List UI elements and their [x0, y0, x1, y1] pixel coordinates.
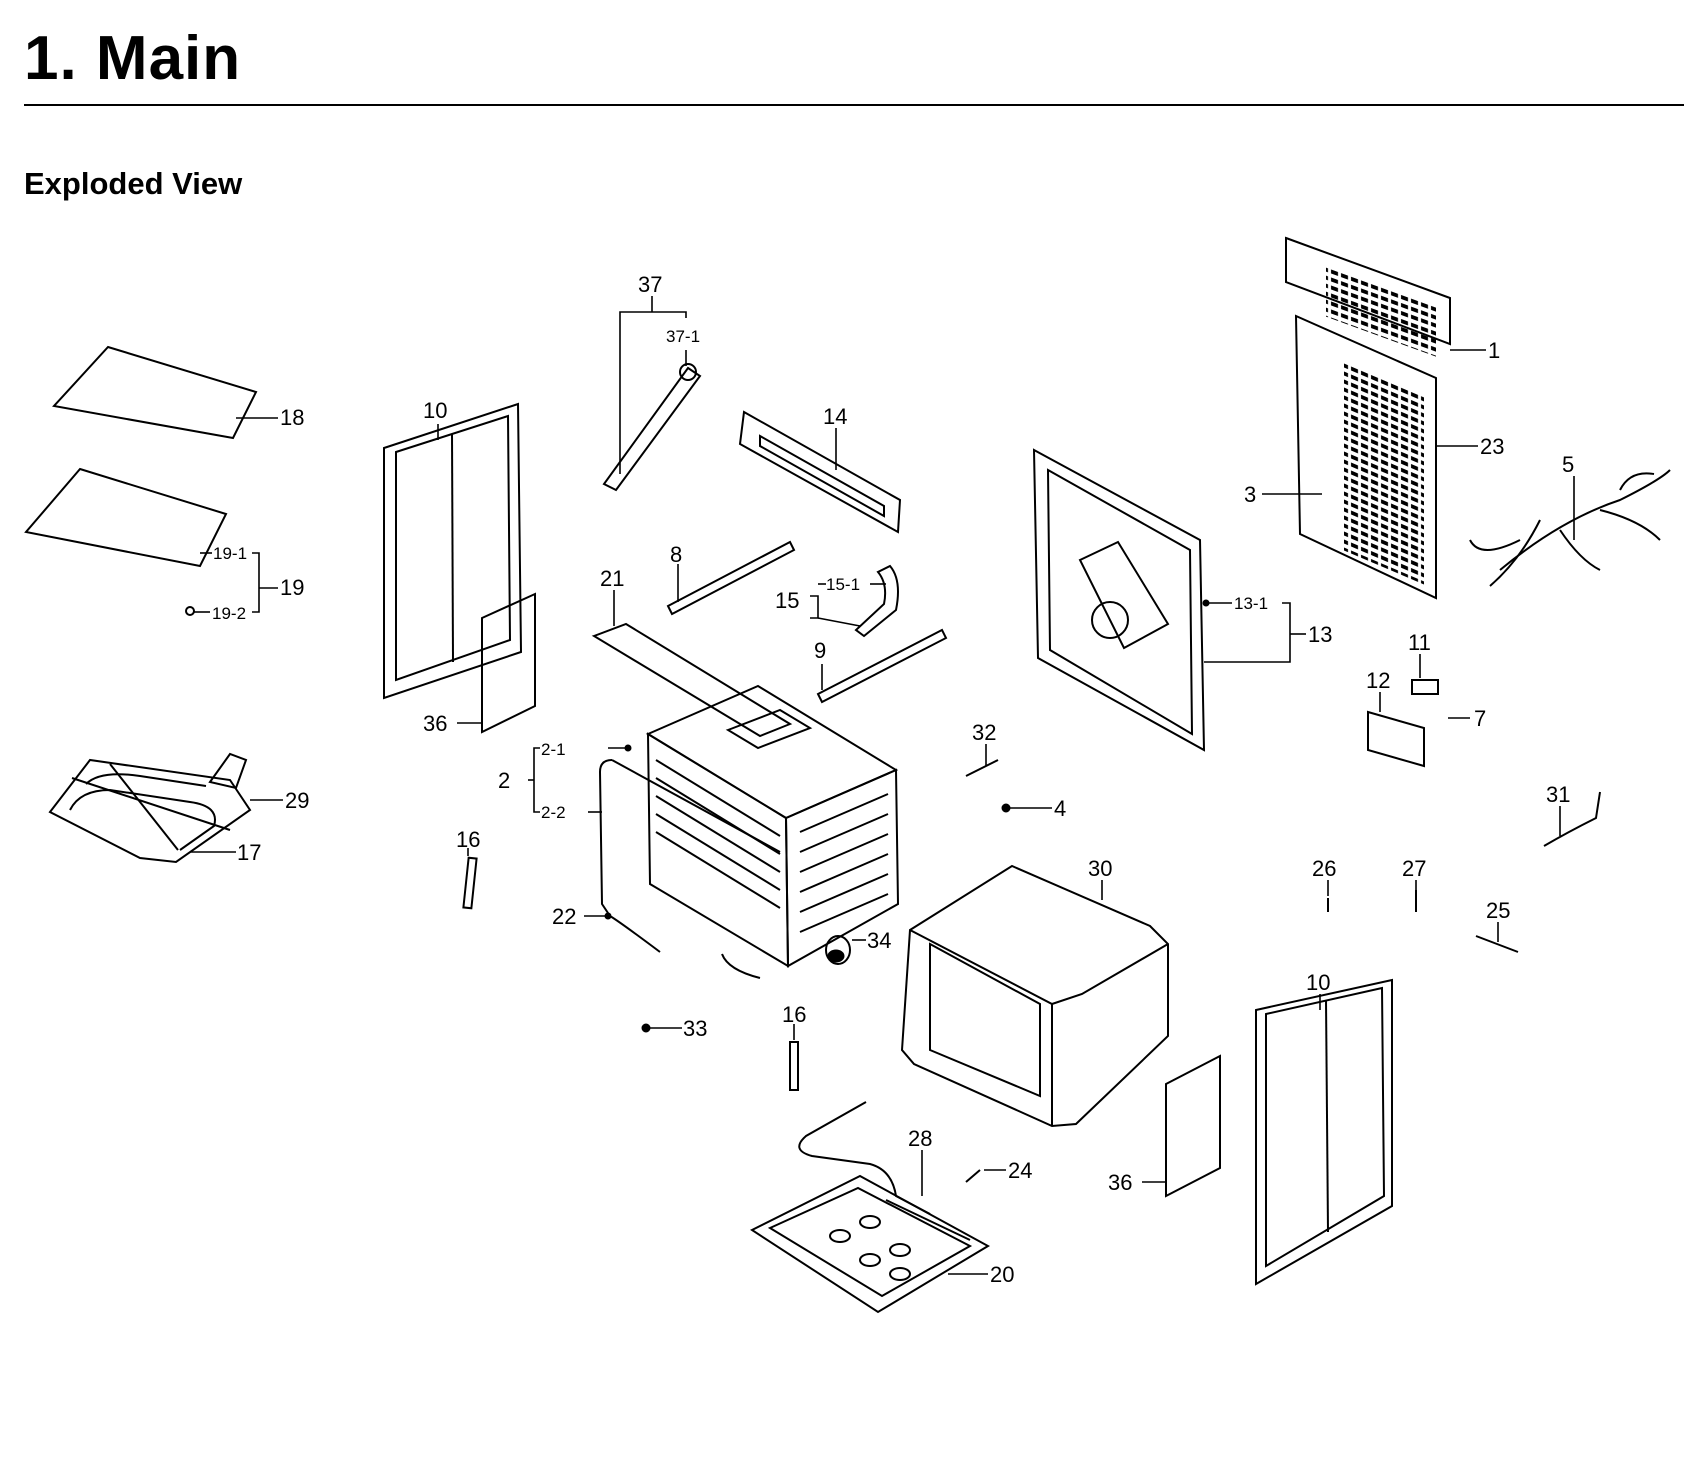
callout-19: 19 — [280, 575, 304, 600]
part-32-screw: 32 — [965, 720, 999, 777]
callout-7: 7 — [1474, 706, 1486, 731]
part-20-bottom-cover: 20 — [749, 1174, 1014, 1314]
part-8-rail: 8 — [666, 540, 796, 616]
callout-8: 8 — [670, 542, 682, 567]
callout-15-1: 15-1 — [826, 575, 860, 594]
callout-36-right: 36 — [1108, 1170, 1132, 1195]
callout-28: 28 — [908, 1126, 932, 1151]
callout-2-2: 2-2 — [541, 803, 566, 822]
part-24-screw: 24 — [965, 1158, 1032, 1183]
callout-29: 29 — [285, 788, 309, 813]
callout-32: 32 — [972, 720, 996, 745]
callout-37: 37 — [638, 272, 662, 297]
part-15-insulation: 15-1 15 — [775, 564, 899, 638]
part-37-door-lock-assembly: 37 37-1 — [602, 272, 702, 492]
part-30-cavity-insulation: 30 — [900, 856, 1169, 1128]
callout-25: 25 — [1486, 898, 1510, 923]
part-21-vent-duct: 21 — [591, 566, 793, 738]
part-36-cover-plate-right: 36 — [1108, 1054, 1221, 1198]
callout-11: 11 — [1408, 630, 1431, 655]
part-19-oven-rack-assembly: 19-1 19-2 19 — [24, 467, 304, 623]
part-27-pin: 27 — [1402, 856, 1426, 912]
part-4-screw: 4 — [1001, 796, 1066, 821]
callout-15: 15 — [775, 588, 799, 613]
callout-5: 5 — [1562, 452, 1574, 477]
exploded-view-subtitle: Exploded View — [24, 166, 243, 201]
callout-34: 34 — [867, 928, 891, 953]
section-title: 1. Main — [24, 24, 242, 93]
callout-12: 12 — [1366, 668, 1390, 693]
part-16-hinge-left: 16 — [456, 827, 480, 910]
callout-1: 1 — [1488, 338, 1500, 363]
callout-31: 31 — [1546, 782, 1570, 807]
callout-16-left: 16 — [456, 827, 480, 852]
part-22-screw: 22 — [552, 904, 612, 929]
part-36-cover-plate-left: 36 — [423, 592, 536, 736]
callout-23: 23 — [1480, 434, 1504, 459]
part-31-sensor: 31 — [1543, 782, 1601, 847]
part-3-rear-insulation: 3 — [1244, 482, 1322, 507]
part-25-rod: 25 — [1475, 898, 1519, 953]
rack-guides-right — [799, 793, 889, 933]
callout-19-1: 19-1 — [213, 544, 247, 563]
callout-19-2: 19-2 — [212, 604, 246, 623]
part-11-relay: 11 — [1408, 630, 1439, 695]
callout-27: 27 — [1402, 856, 1426, 881]
part-1-rear-vent-cover: 1 — [1285, 236, 1500, 363]
bottom-cover-holes — [829, 1215, 911, 1281]
callout-13-1: 13-1 — [1234, 594, 1268, 613]
part-23-rear-cover: 23 — [1294, 314, 1504, 600]
callout-22: 22 — [552, 904, 576, 929]
part-10-side-panel-left: 10 — [383, 398, 523, 700]
part-12-pcb-bracket: 12 — [1366, 668, 1425, 768]
callout-2: 2 — [498, 768, 510, 793]
callout-24: 24 — [1008, 1158, 1032, 1183]
callout-26: 26 — [1312, 856, 1336, 881]
part-2-oven-cavity: 2 2-1 2-2 — [498, 684, 900, 979]
callout-37-1: 37-1 — [666, 327, 700, 346]
title-rule — [24, 104, 1684, 106]
part-33-screw: 33 — [641, 1016, 707, 1041]
part-29-broil-element: 29 17 — [48, 752, 309, 865]
callout-9: 9 — [814, 638, 826, 663]
part-7-wire: 7 — [1448, 706, 1486, 731]
callout-13: 13 — [1308, 622, 1332, 647]
callout-30: 30 — [1088, 856, 1112, 881]
callout-14: 14 — [823, 404, 847, 429]
part-10-side-panel-right: 10 — [1255, 970, 1393, 1286]
part-13-back-panel: 13-1 13 — [1032, 448, 1332, 752]
callout-36-left: 36 — [423, 711, 447, 736]
rack-guides-left — [655, 759, 781, 909]
part-16-hinge-lower: 16 — [782, 1002, 806, 1091]
part-9-rail: 9 — [814, 628, 948, 704]
part-18-oven-rack: 18 — [52, 345, 304, 440]
callout-17: 17 — [237, 840, 261, 865]
part-14-top-bracket: 14 — [738, 404, 902, 534]
callout-21: 21 — [600, 566, 624, 591]
callout-4: 4 — [1054, 796, 1066, 821]
callout-20: 20 — [990, 1262, 1014, 1287]
callout-33: 33 — [683, 1016, 707, 1041]
part-26-screw: 26 — [1312, 856, 1336, 912]
callout-10-left: 10 — [423, 398, 447, 423]
callout-18: 18 — [280, 405, 304, 430]
part-28-bake-element: 28 — [798, 1101, 971, 1241]
callout-10-right: 10 — [1306, 970, 1330, 995]
part-5-wire-harness: 5 — [1469, 452, 1671, 587]
callout-2-1: 2-1 — [541, 740, 566, 759]
part-34-plug: 34 — [825, 928, 891, 965]
callout-16-lower: 16 — [782, 1002, 806, 1027]
callout-3: 3 — [1244, 482, 1256, 507]
